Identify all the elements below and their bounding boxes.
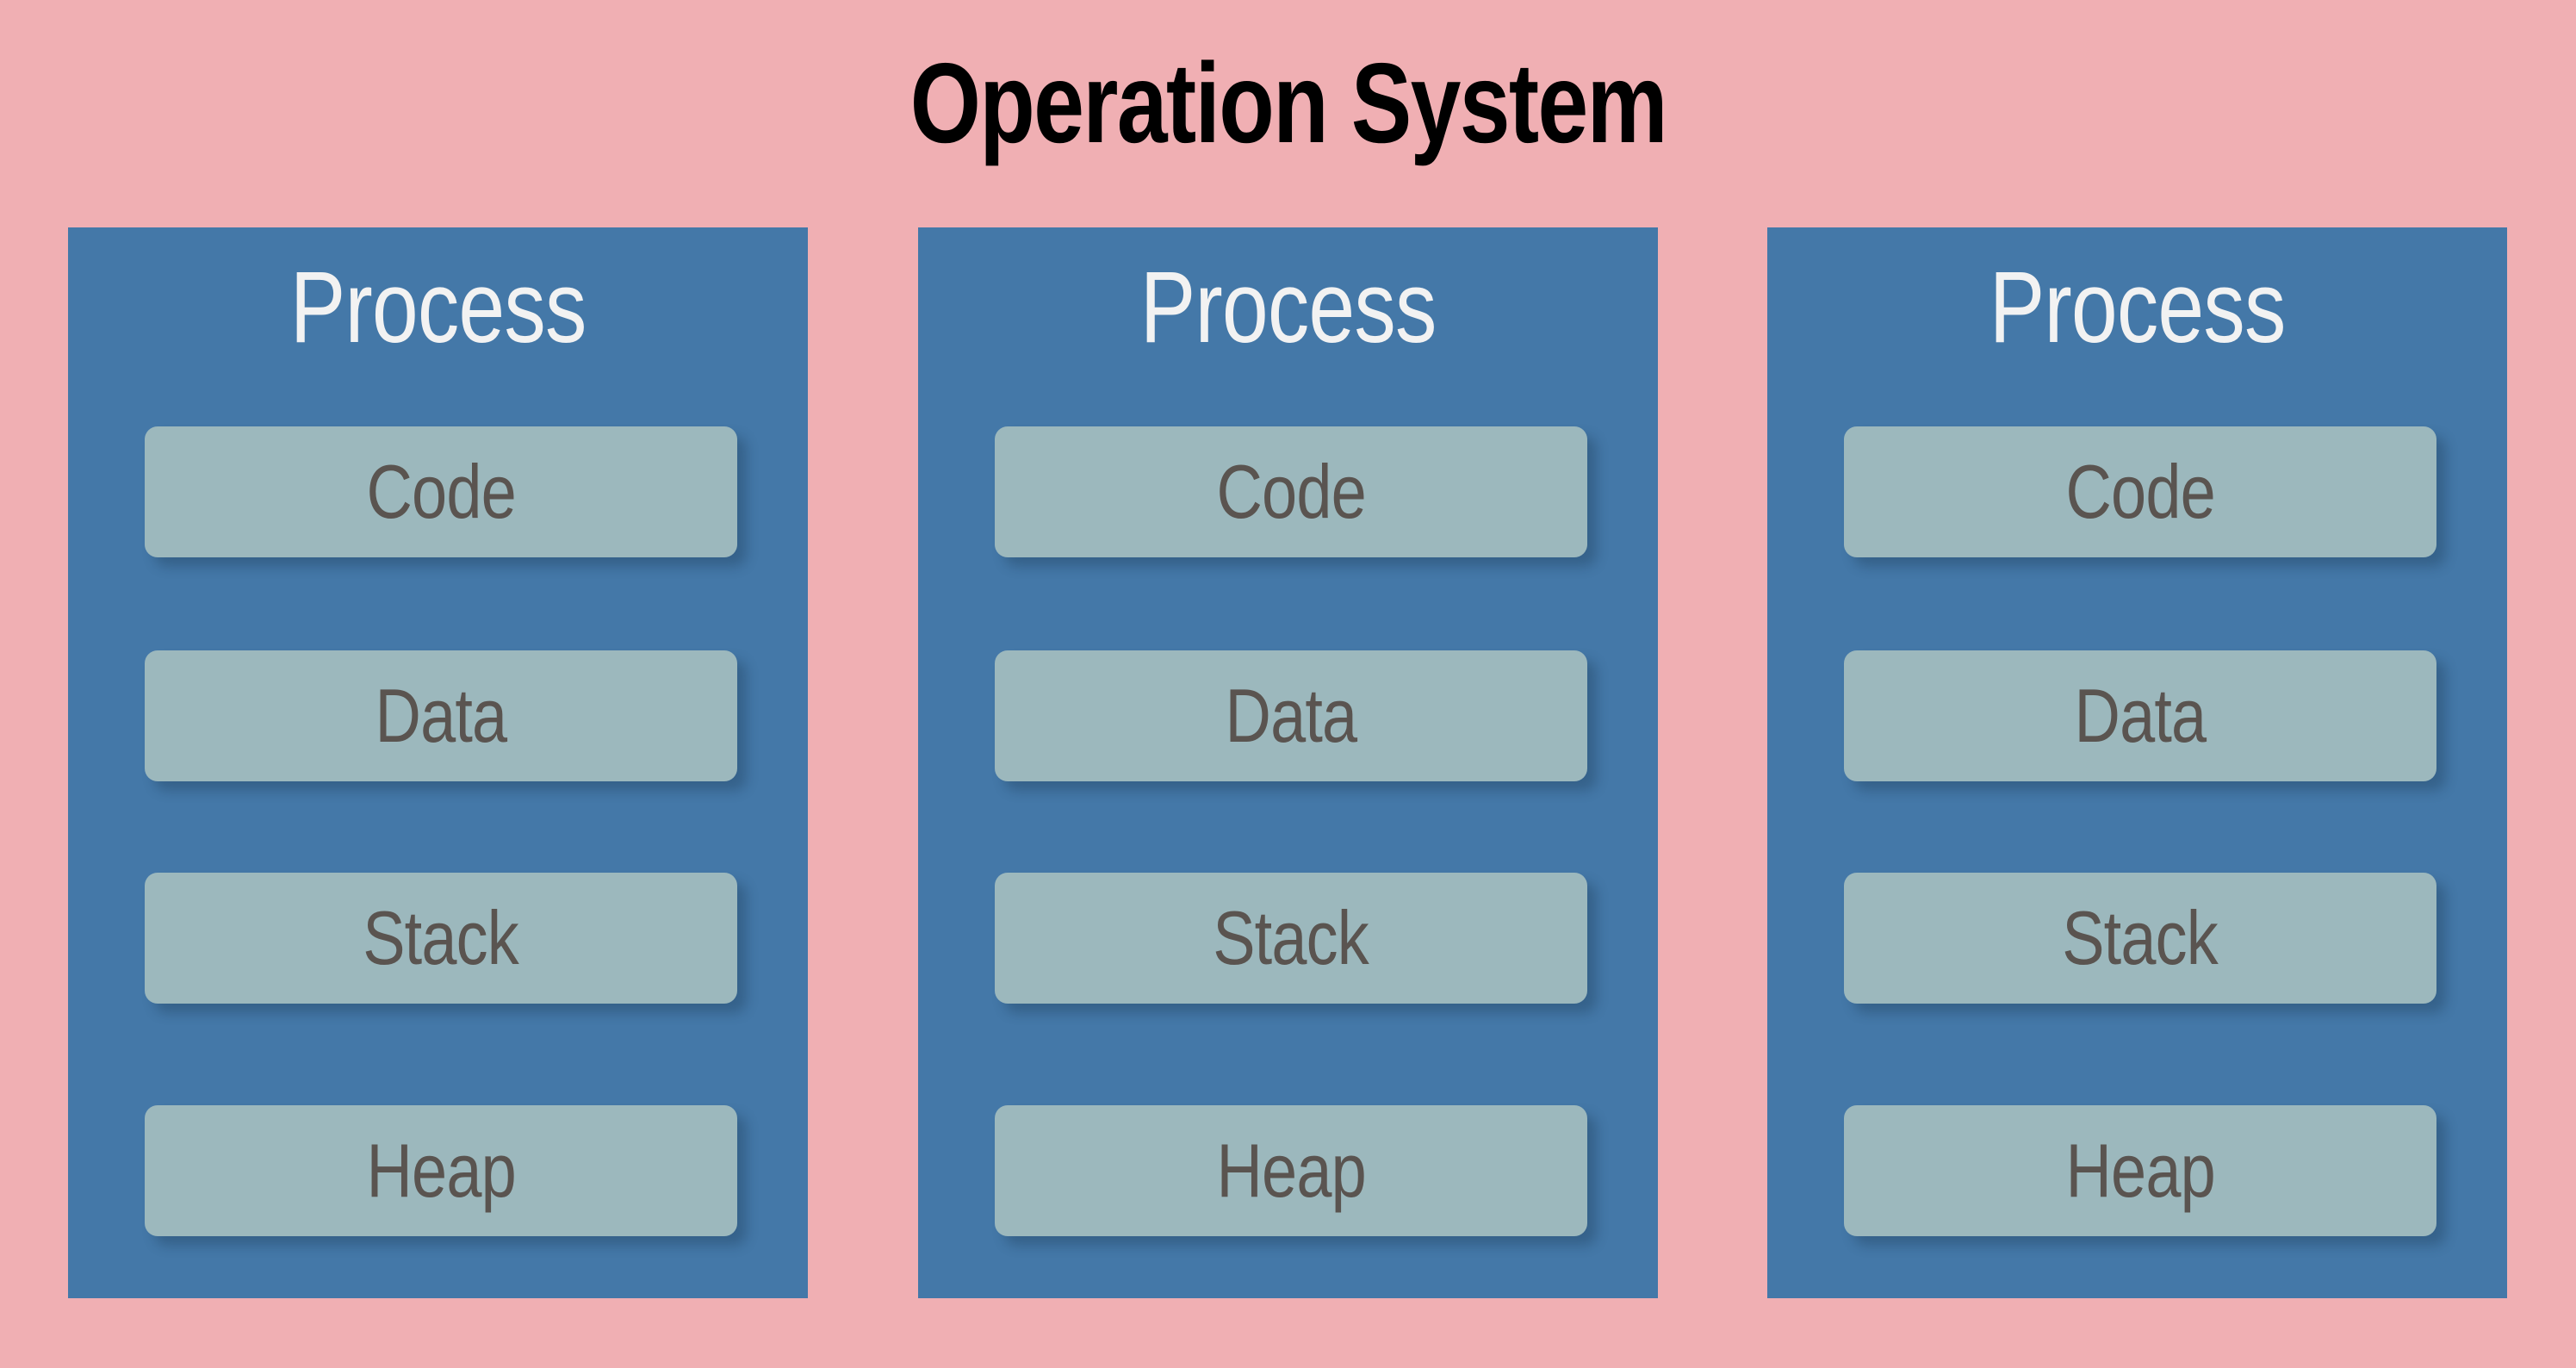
segment-list-2: Code Data Stack Heap	[918, 227, 1658, 1298]
segment-heap[interactable]: Heap	[145, 1105, 737, 1236]
segment-code[interactable]: Code	[1844, 426, 2436, 557]
segment-stack[interactable]: Stack	[1844, 873, 2436, 1004]
segment-heap[interactable]: Heap	[995, 1105, 1587, 1236]
process-heading-2: Process	[918, 252, 1658, 364]
process-heading-label: Process	[1139, 251, 1437, 364]
segment-label: Heap	[2065, 1128, 2215, 1213]
segment-label: Stack	[1213, 895, 1370, 980]
segment-data[interactable]: Data	[995, 650, 1587, 781]
segment-label: Stack	[363, 895, 520, 980]
segment-label: Data	[2074, 673, 2207, 758]
process-box-1[interactable]: Process Code Data Stack Heap	[68, 227, 808, 1298]
segment-code[interactable]: Code	[145, 426, 737, 557]
process-heading-label: Process	[289, 251, 587, 364]
segment-stack[interactable]: Stack	[145, 873, 737, 1004]
page-title: Operation System	[0, 0, 2576, 207]
segment-label: Code	[1216, 449, 1366, 534]
segment-data[interactable]: Data	[1844, 650, 2436, 781]
segment-label: Code	[2065, 449, 2215, 534]
process-row: Process Code Data Stack Heap Process Cod…	[0, 227, 2576, 1298]
segment-label: Code	[366, 449, 516, 534]
segment-label: Data	[1225, 673, 1358, 758]
segment-list-1: Code Data Stack Heap	[68, 227, 808, 1298]
segment-stack[interactable]: Stack	[995, 873, 1587, 1004]
segment-code[interactable]: Code	[995, 426, 1587, 557]
segment-label: Heap	[366, 1128, 516, 1213]
segment-label: Heap	[1216, 1128, 1366, 1213]
process-box-3[interactable]: Process Code Data Stack Heap	[1767, 227, 2507, 1298]
process-heading-3: Process	[1767, 252, 2507, 364]
segment-label: Stack	[2062, 895, 2219, 980]
process-heading-label: Process	[1989, 251, 2287, 364]
page-title-text: Operation System	[909, 40, 1667, 166]
process-box-2[interactable]: Process Code Data Stack Heap	[918, 227, 1658, 1298]
process-heading-1: Process	[68, 252, 808, 364]
segment-heap[interactable]: Heap	[1844, 1105, 2436, 1236]
segment-data[interactable]: Data	[145, 650, 737, 781]
segment-list-3: Code Data Stack Heap	[1767, 227, 2507, 1298]
segment-label: Data	[375, 673, 508, 758]
